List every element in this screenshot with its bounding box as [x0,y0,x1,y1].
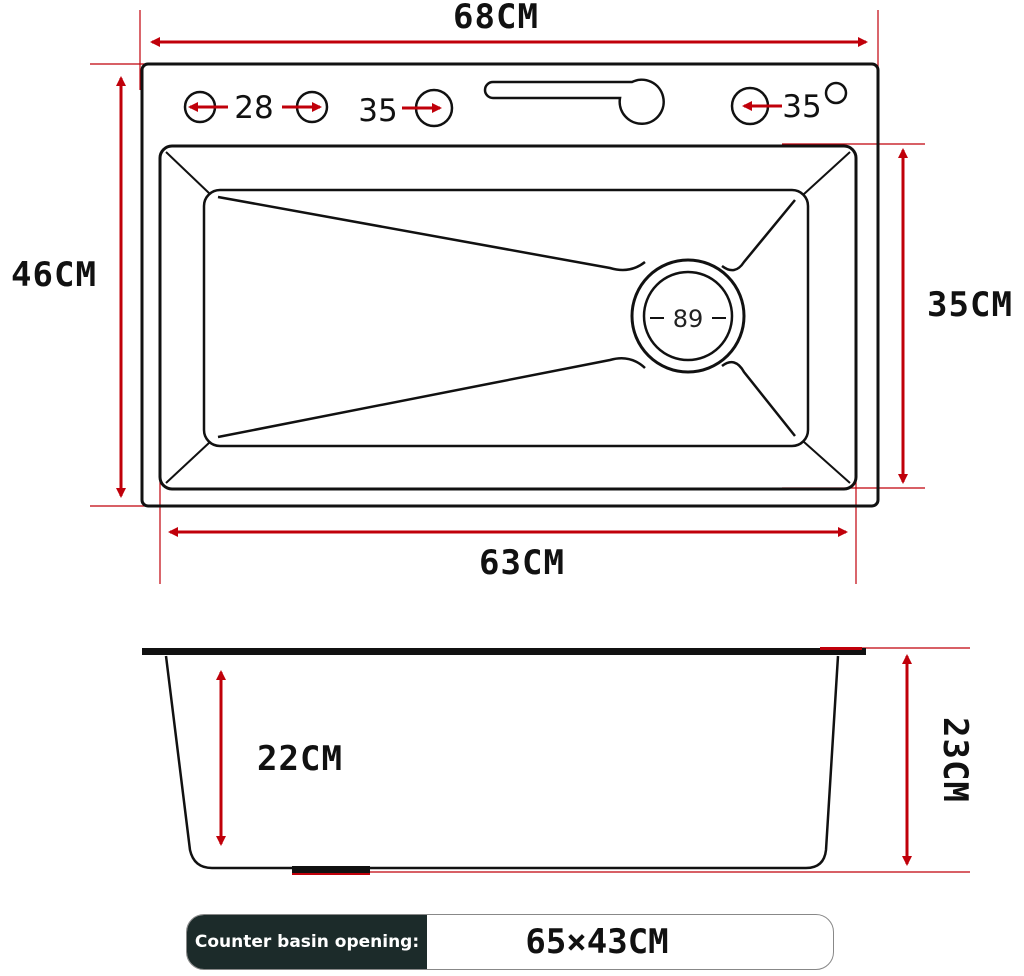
overflow-hole [824,81,848,105]
bowl-width-label: 63CM [479,543,565,583]
total-height-label: 23CM [935,717,975,803]
sink-rim-profile [142,648,866,655]
side-view: 22CM 23CM [142,647,975,875]
drain-ring-outer [630,258,746,374]
overall-depth-label: 46CM [11,255,97,295]
counter-opening-bar: Counter basin opening: 65×43CM [186,914,834,970]
drain-diameter-label: 89 [673,305,704,333]
counter-opening-value: 65×43CM [525,922,669,962]
overall-width-label: 68CM [453,0,539,37]
bowl-depth-label: 35CM [927,285,1013,325]
sink-bowl-floor [202,188,810,448]
bevel-line [165,151,211,195]
hole-diameter-label: 35 [358,93,397,129]
bevel-line [165,441,211,484]
accessory-slot [483,78,665,126]
slope-line [721,199,796,272]
drain-profile [292,866,370,873]
slope-line [721,360,796,437]
sink-bowl-outer [158,144,858,491]
drain-ring-inner [642,270,734,362]
sink-rim [140,62,880,508]
rim-highlight [820,647,862,650]
top-view: 89 28 35 35 68CM 46CM 35CM 63CM [11,0,1013,584]
slope-line [217,195,646,272]
hole-diameter-label: 28 [234,90,273,126]
bevel-line [803,441,851,484]
sink-bowl-profile [164,655,840,870]
bevel-line [803,151,851,195]
bowl-depth-side-label: 22CM [257,739,343,779]
slope-line [217,357,646,439]
drain-highlight [292,873,370,875]
hole-diameter-label: 35 [782,89,821,125]
counter-opening-label: Counter basin opening: [187,915,427,969]
